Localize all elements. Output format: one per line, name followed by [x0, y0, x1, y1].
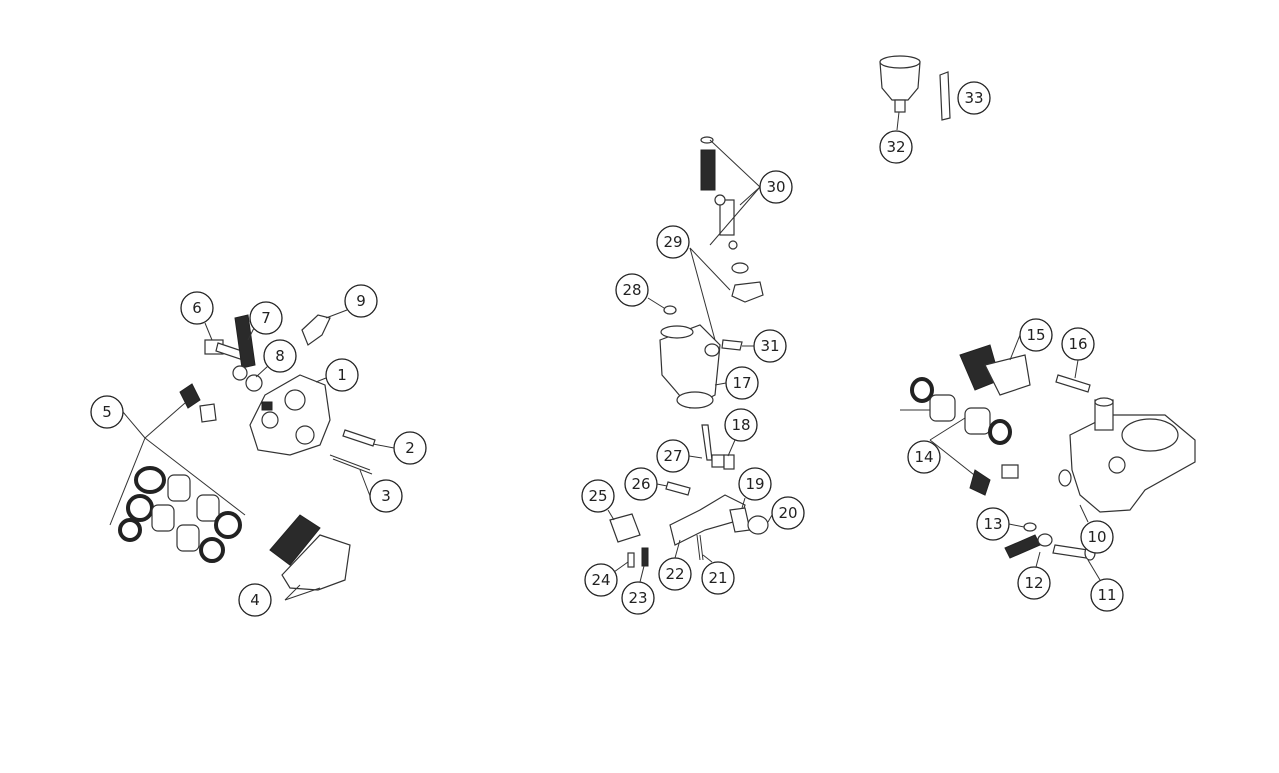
svg-text:29: 29 [663, 233, 682, 251]
callout-leaders [122, 297, 1101, 583]
svg-text:22: 22 [665, 565, 684, 583]
callout-28: 28 [615, 273, 649, 307]
callout-15: 15 [1019, 318, 1053, 352]
callout-30: 30 [759, 170, 793, 204]
svg-text:9: 9 [356, 292, 366, 310]
svg-text:21: 21 [708, 569, 727, 587]
svg-text:13: 13 [983, 515, 1002, 533]
svg-text:11: 11 [1097, 586, 1116, 604]
callout-17: 17 [725, 366, 759, 400]
svg-text:15: 15 [1026, 326, 1045, 344]
svg-text:33: 33 [964, 89, 983, 107]
callout-7: 7 [249, 301, 283, 335]
svg-text:10: 10 [1087, 528, 1106, 546]
callout-33: 33 [957, 81, 991, 115]
callout-8: 8 [263, 339, 297, 373]
callout-32: 32 [879, 130, 913, 164]
svg-text:8: 8 [275, 347, 285, 365]
callout-14: 14 [907, 440, 941, 474]
callout-31: 31 [753, 329, 787, 363]
svg-text:2: 2 [405, 439, 415, 457]
rear-caliper-group [900, 344, 1196, 561]
callout-11: 11 [1090, 578, 1124, 612]
rear-master-group [609, 55, 951, 568]
svg-text:3: 3 [381, 487, 391, 505]
svg-text:25: 25 [588, 487, 607, 505]
svg-text:30: 30 [766, 178, 785, 196]
svg-text:31: 31 [760, 337, 779, 355]
svg-text:12: 12 [1024, 574, 1043, 592]
callout-24: 24 [584, 563, 618, 597]
callout-23: 23 [621, 581, 655, 615]
callout-21: 21 [701, 561, 735, 595]
callout-6: 6 [180, 291, 214, 325]
svg-text:14: 14 [914, 448, 933, 466]
svg-text:26: 26 [631, 475, 650, 493]
svg-text:27: 27 [663, 447, 682, 465]
callout-22: 22 [658, 557, 692, 591]
svg-text:17: 17 [732, 374, 751, 392]
callout-25: 25 [581, 479, 615, 513]
svg-text:4: 4 [250, 591, 260, 609]
svg-text:23: 23 [628, 589, 647, 607]
svg-text:16: 16 [1068, 335, 1087, 353]
callout-12: 12 [1017, 566, 1051, 600]
svg-text:1: 1 [337, 366, 347, 384]
callout-16: 16 [1061, 327, 1095, 361]
callout-10: 10 [1080, 520, 1114, 554]
callout-20: 20 [771, 496, 805, 530]
svg-text:7: 7 [261, 309, 271, 327]
svg-text:19: 19 [745, 475, 764, 493]
callout-29: 29 [656, 225, 690, 259]
callout-2: 2 [393, 431, 427, 465]
svg-text:20: 20 [778, 504, 797, 522]
svg-text:28: 28 [622, 281, 641, 299]
callout-27: 27 [656, 439, 690, 473]
svg-text:32: 32 [886, 138, 905, 156]
svg-text:6: 6 [192, 299, 202, 317]
svg-text:18: 18 [731, 416, 750, 434]
callout-18: 18 [724, 408, 758, 442]
callout-9: 9 [344, 284, 378, 318]
callout-19: 19 [738, 467, 772, 501]
callout-13: 13 [976, 507, 1010, 541]
svg-text:24: 24 [591, 571, 610, 589]
callout-4: 4 [238, 583, 272, 617]
callout-26: 26 [624, 467, 658, 501]
svg-text:5: 5 [102, 403, 112, 421]
callout-5: 5 [90, 395, 124, 429]
front-caliper-group [109, 314, 376, 601]
callout-3: 3 [369, 479, 403, 513]
callout-1: 1 [325, 358, 359, 392]
